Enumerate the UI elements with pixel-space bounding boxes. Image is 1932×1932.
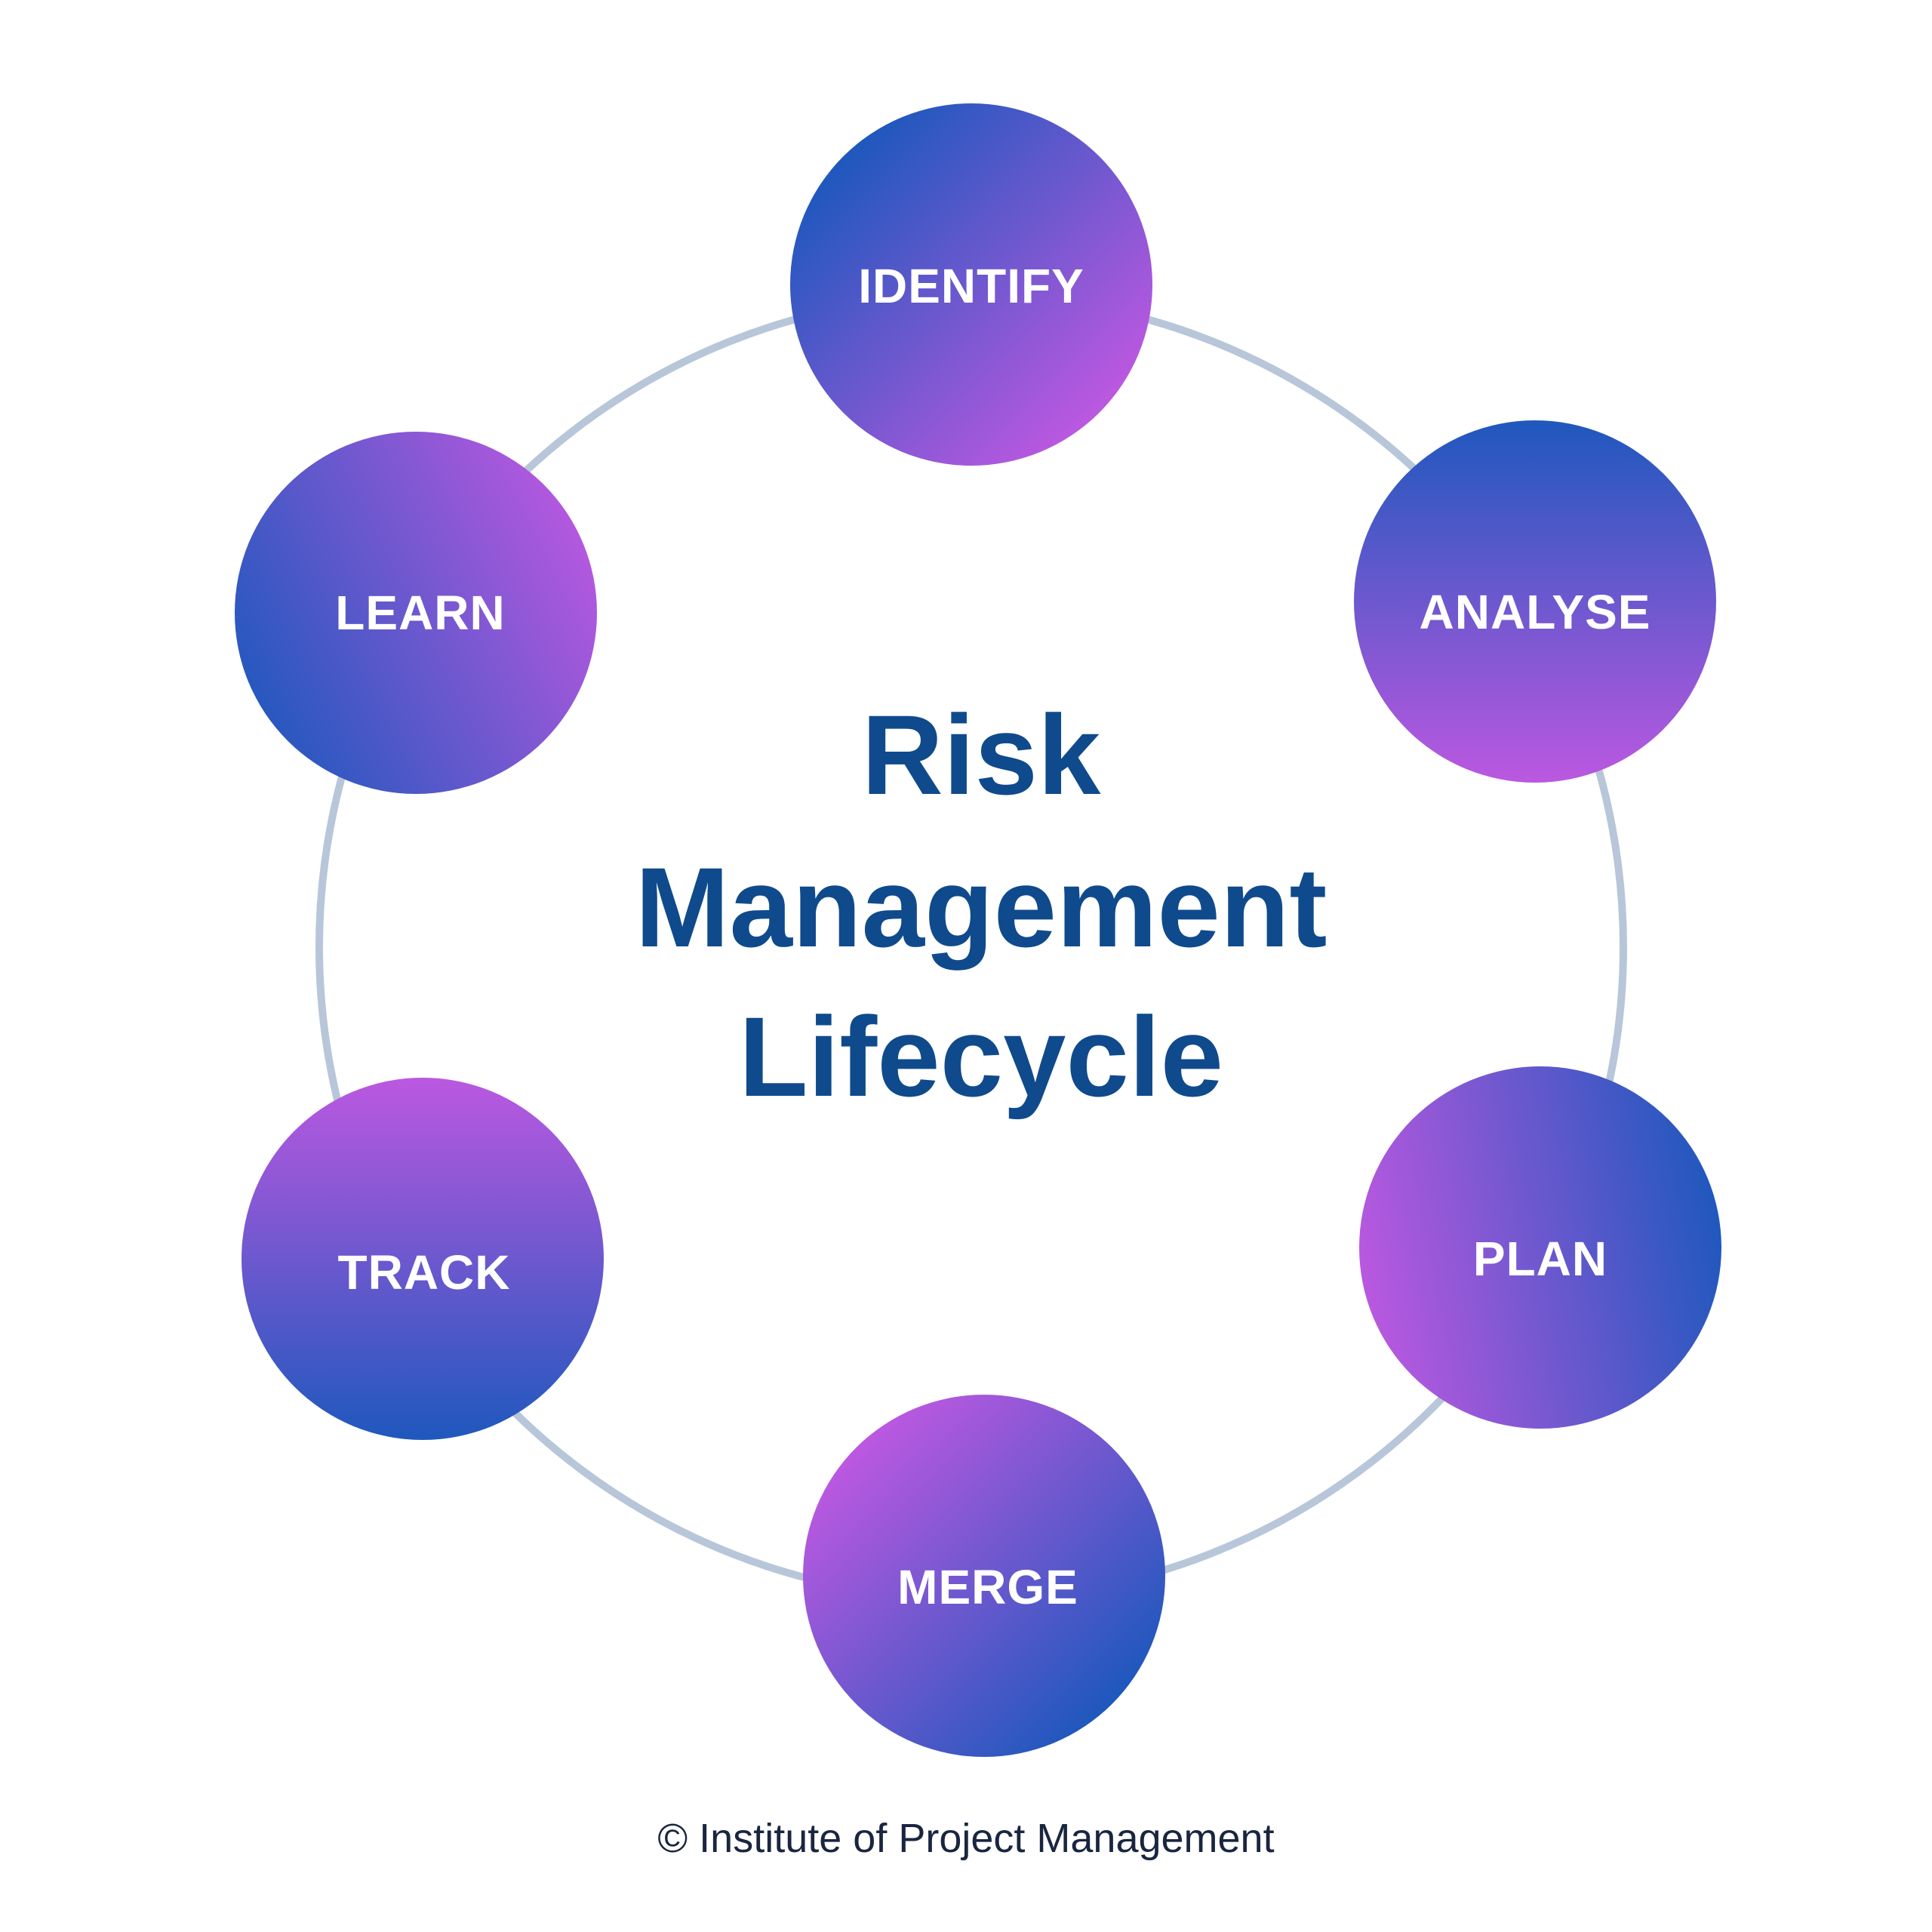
title-line-1: Risk	[862, 691, 1101, 818]
stage-label-learn: LEARN	[335, 586, 505, 640]
stage-label-plan: PLAN	[1473, 1232, 1607, 1286]
diagram-title: Risk Management Lifecycle	[635, 691, 1327, 1120]
stage-node-identify: IDENTIFY	[790, 103, 1152, 466]
stage-node-learn: LEARN	[235, 432, 597, 794]
stage-circle	[235, 432, 597, 794]
title-line-3: Lifecycle	[739, 993, 1223, 1120]
copyright-footer: © Institute of Project Management	[657, 1816, 1274, 1861]
stage-node-plan: PLAN	[1359, 1066, 1721, 1429]
stage-node-analyse: ANALYSE	[1354, 420, 1716, 783]
stage-label-analyse: ANALYSE	[1420, 585, 1651, 639]
stage-label-identify: IDENTIFY	[858, 259, 1084, 313]
stage-circle	[1359, 1066, 1721, 1429]
stage-circle	[242, 1078, 604, 1440]
title-line-2: Management	[635, 844, 1327, 971]
stage-circle	[803, 1395, 1165, 1757]
stage-node-track: TRACK	[242, 1078, 604, 1440]
stage-circle	[790, 103, 1152, 466]
stage-circle	[1354, 420, 1716, 783]
stage-label-track: TRACK	[338, 1245, 511, 1300]
stage-label-merge: MERGE	[897, 1560, 1078, 1614]
stage-node-merge: MERGE	[803, 1395, 1165, 1757]
